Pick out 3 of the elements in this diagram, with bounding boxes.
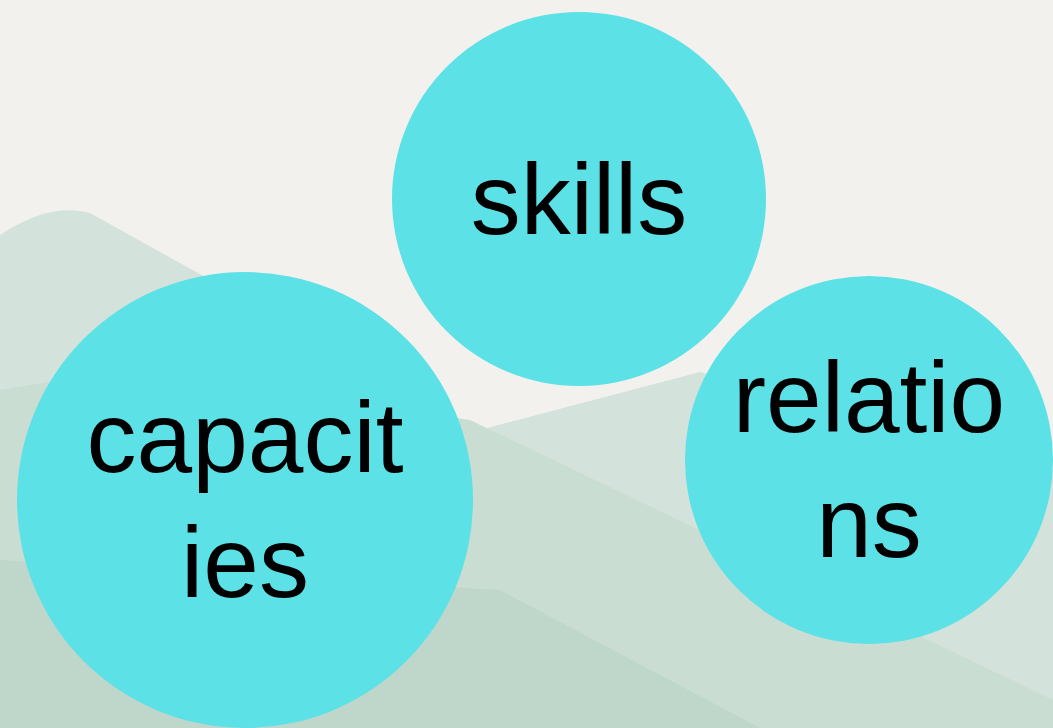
- node-label: skills: [469, 141, 689, 257]
- node-label: relations: [731, 340, 1007, 580]
- node-label: capacities: [85, 380, 405, 620]
